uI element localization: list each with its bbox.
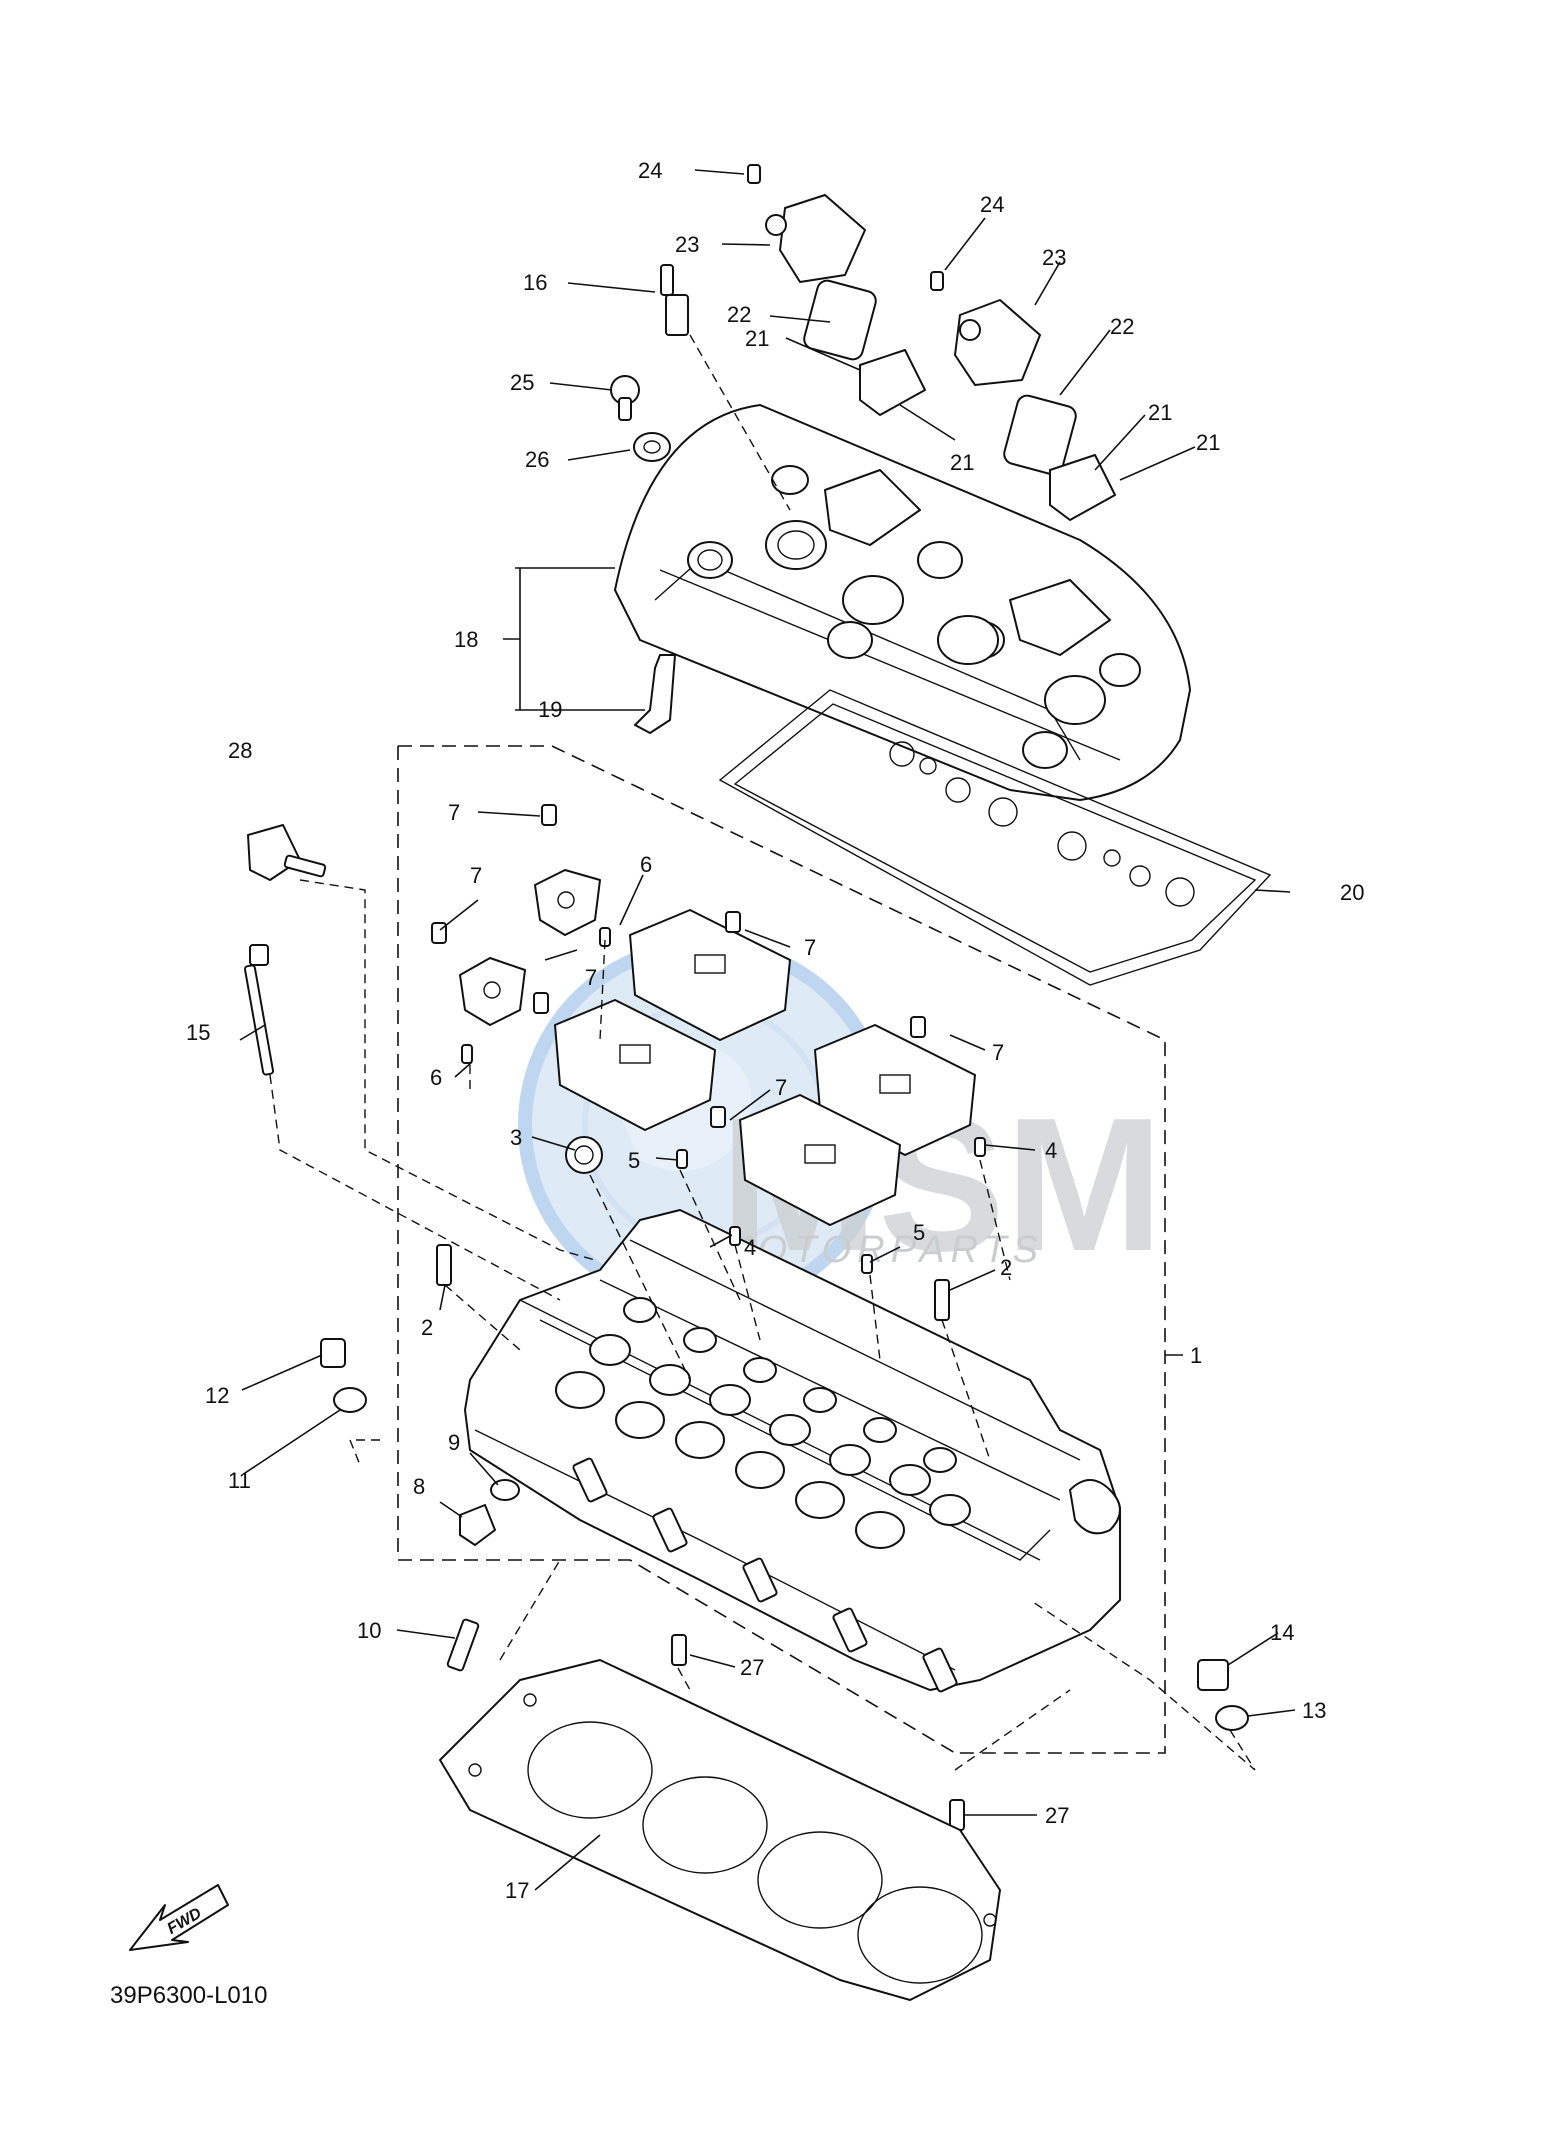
head-cover-gasket: [718, 689, 1272, 986]
coil-bolts: [610, 164, 944, 462]
callout-27: 27: [1045, 1803, 1069, 1828]
callout-20: 20: [1340, 880, 1364, 905]
callout-9: 9: [448, 1430, 460, 1455]
bracket: [634, 654, 676, 734]
callout-22: 22: [1110, 314, 1134, 339]
callout-12: 12: [205, 1383, 229, 1408]
assembly-outline: [397, 745, 1183, 1754]
callout-2: 2: [421, 1315, 433, 1340]
callout-6: 6: [430, 1065, 442, 1090]
callout-7: 7: [470, 863, 482, 888]
callout-19: 19: [538, 697, 562, 722]
fwd-arrow-icon: FWD: [129, 1884, 229, 1951]
callout-8: 8: [413, 1474, 425, 1499]
callout-7: 7: [992, 1040, 1004, 1065]
callout-21: 21: [1148, 400, 1172, 425]
callout-3: 3: [510, 1125, 522, 1150]
dowel-pins: [461, 927, 986, 1274]
callout-5: 5: [913, 1220, 925, 1245]
callout-7: 7: [775, 1075, 787, 1100]
callout-11: 11: [228, 1468, 251, 1493]
callout-23: 23: [1042, 245, 1066, 270]
callout-6: 6: [640, 852, 652, 877]
callout-7: 7: [448, 800, 460, 825]
callout-7: 7: [804, 935, 816, 960]
callout-28: 28: [228, 738, 252, 763]
dashed-reference-lines: [269, 879, 1256, 1771]
drawing-code: 39P6300-L010: [110, 1982, 267, 2009]
callout-27: 27: [740, 1655, 764, 1680]
spark-plug: [660, 264, 791, 511]
callout-26: 26: [525, 447, 549, 472]
callout-24: 24: [638, 158, 662, 183]
callout-13: 13: [1302, 1698, 1326, 1723]
callout-1: 1: [1190, 1343, 1202, 1368]
callout-5: 5: [628, 1148, 640, 1173]
callout-25: 25: [510, 370, 534, 395]
callout-4: 4: [744, 1235, 756, 1260]
cylinder-head: [464, 1209, 1121, 1693]
camshaft-cap-bolts: [431, 804, 926, 1128]
callout-21: 21: [950, 450, 974, 475]
callout-14: 14: [1270, 1620, 1294, 1645]
callout-17: 17: [505, 1878, 529, 1903]
ignition-coil-right: [954, 299, 1116, 521]
callout-4: 4: [1045, 1138, 1057, 1163]
callout-labels: 24 24 23 23 16 22 22 21 21 21 21 25 26 1…: [186, 158, 1364, 1903]
callout-23: 23: [675, 232, 699, 257]
callout-24: 24: [980, 192, 1004, 217]
callout-7: 7: [585, 965, 597, 990]
ignition-coil-left: [765, 194, 926, 416]
callout-22: 22: [727, 302, 751, 327]
callout-21: 21: [1196, 430, 1220, 455]
callout-15: 15: [186, 1020, 210, 1045]
callout-18: 18: [454, 627, 478, 652]
cylinder-head-gasket: [439, 1659, 1001, 2001]
camshaft-caps: [459, 869, 976, 1226]
callout-16: 16: [523, 270, 547, 295]
callout-2: 2: [1000, 1255, 1012, 1280]
cylinder-head-cover: [614, 404, 1191, 801]
head-bolts-and-washers: [244, 824, 1249, 1831]
leader-lines: [239, 169, 1296, 1891]
callout-10: 10: [357, 1618, 381, 1643]
callout-21: 21: [745, 326, 769, 351]
